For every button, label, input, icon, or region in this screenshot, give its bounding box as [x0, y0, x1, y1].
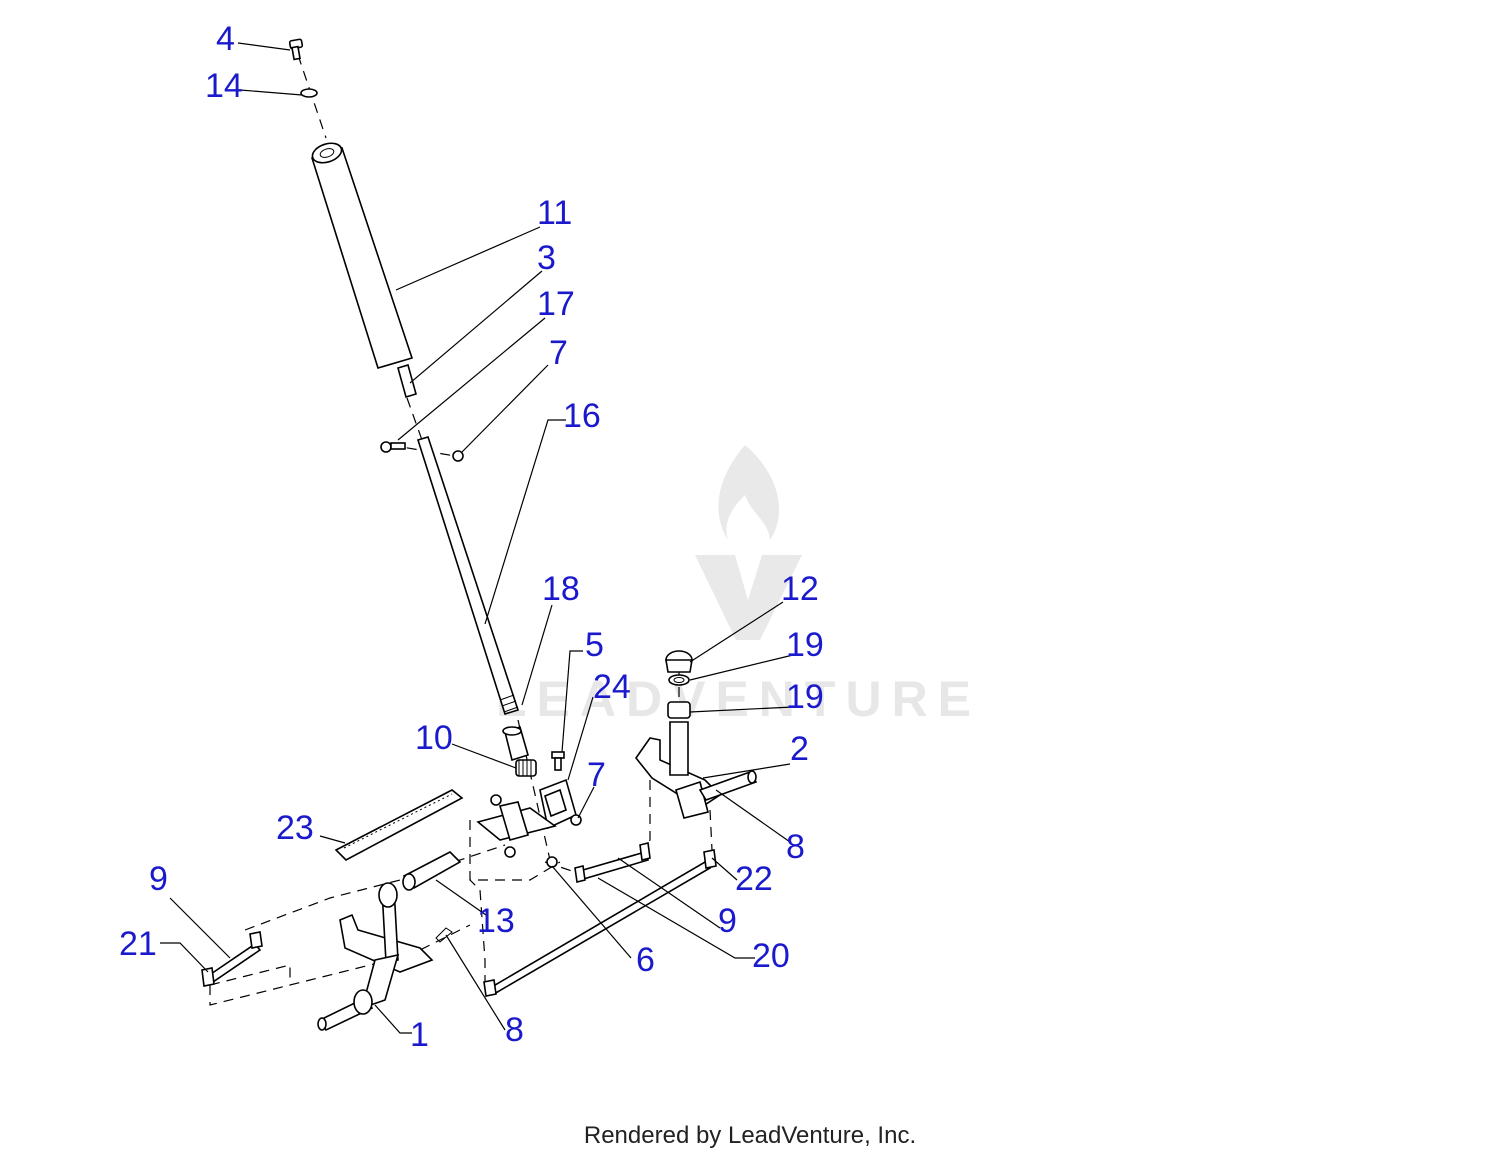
flame-v-logo-icon [695, 445, 802, 640]
callout-7-upper: 7 [549, 334, 568, 372]
callout-3: 3 [537, 239, 556, 277]
callout-21: 21 [119, 925, 157, 963]
callout-13: 13 [477, 902, 515, 940]
footer-credit: Rendered by LeadVenture, Inc. [583, 1122, 917, 1149]
callout-17: 17 [537, 285, 575, 323]
leader-lines [160, 42, 794, 1034]
sector-gear-part-23 [334, 789, 464, 861]
callout-23: 23 [276, 809, 314, 847]
spindle-part-2 [635, 721, 758, 819]
callout-7-lower: 7 [587, 756, 606, 794]
callout-8-right: 8 [786, 828, 805, 866]
watermark: LEADVENTURE [496, 445, 981, 727]
callout-16: 16 [563, 397, 601, 435]
callout-24: 24 [593, 668, 631, 706]
callout-9-left: 9 [149, 860, 168, 898]
callout-labels: 4 14 11 3 17 7 16 18 5 12 19 24 19 10 2 … [119, 20, 824, 1054]
grip-tube-part-11 [311, 142, 414, 369]
callout-14: 14 [205, 67, 243, 105]
bracket-part-24 [539, 778, 577, 830]
callout-8-left: 8 [505, 1011, 524, 1049]
bolt-part-17 [380, 441, 406, 453]
callout-2: 2 [790, 730, 809, 768]
coupler-part-18 [502, 725, 529, 762]
callout-1: 1 [410, 1016, 429, 1054]
callout-5: 5 [585, 626, 604, 664]
watermark-text: LEADVENTURE [496, 671, 981, 727]
cover-part-13 [402, 851, 462, 891]
bolt-part-5 [551, 751, 565, 771]
callout-6: 6 [636, 941, 655, 979]
callout-18: 18 [542, 570, 580, 608]
callout-9-right: 9 [718, 902, 737, 940]
bolt-part-4 [288, 38, 304, 61]
callout-11: 11 [537, 194, 572, 232]
callout-12: 12 [781, 570, 819, 608]
callout-22: 22 [735, 860, 773, 898]
cotter-pin-part-8 [435, 927, 453, 943]
callout-19-upper: 19 [786, 626, 824, 664]
nut-part-7 [452, 450, 464, 462]
callout-20: 20 [752, 937, 790, 975]
drag-link-part-20 [574, 842, 651, 883]
nut-part-7-lower [570, 814, 582, 826]
steering-shaft-part-16 [416, 436, 520, 715]
callout-10: 10 [415, 719, 453, 757]
drag-link-part-9-left [201, 931, 263, 987]
cap-part-12 [665, 650, 693, 673]
mount-bracket [476, 794, 558, 868]
washer-part-14 [300, 88, 318, 98]
spindle-part-1 [317, 882, 434, 1032]
callout-4: 4 [216, 20, 235, 58]
callout-19-lower: 19 [786, 678, 824, 716]
insert-part-3 [397, 363, 417, 399]
pinion-gear-part-10 [515, 759, 537, 777]
tie-rod-part-22 [483, 849, 717, 997]
bushing-part-19-upper [668, 674, 690, 686]
bushing-part-19-lower [667, 701, 691, 719]
